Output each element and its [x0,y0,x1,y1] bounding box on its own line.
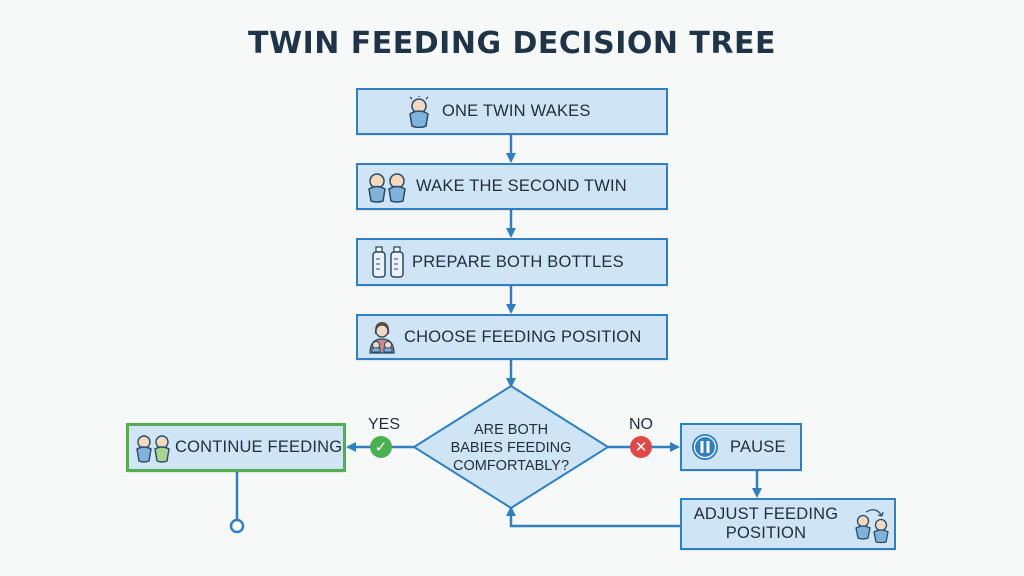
step-label: ONE TWIN WAKES [442,102,591,120]
continue-feeding-label: CONTINUE FEEDING [175,438,343,456]
parent-holding-twins-icon [364,320,400,354]
adjust-position-box: ADJUST FEEDING POSITION [680,498,896,550]
adjust-label: ADJUST FEEDING POSITION [693,505,839,542]
twin-babies-icon [364,171,410,203]
step-wake-second-twin: WAKE THE SECOND TWIN [356,163,668,210]
decision-diamond [412,384,610,510]
pause-label: PAUSE [730,437,786,456]
reposition-babies-icon [852,504,892,544]
yes-label: YES [368,416,401,433]
diagram-title: TWIN FEEDING DECISION TREE [248,26,776,61]
no-label: NO [629,416,653,433]
end-node [229,518,245,534]
pause-icon [690,432,720,462]
step-prepare-bottles: PREPARE BOTH BOTTLES [356,238,668,286]
step-choose-position: CHOOSE FEEDING POSITION [356,314,668,360]
cross-icon: ✕ [630,436,652,458]
pause-box: PAUSE [680,423,802,471]
step-one-twin-wakes: ONE TWIN WAKES [356,88,668,135]
step-label: PREPARE BOTH BOTTLES [412,252,624,271]
twin-babies-icon [133,433,173,463]
continue-feeding-box: CONTINUE FEEDING [126,423,346,472]
swaddled-baby-icon [402,95,436,128]
check-icon: ✓ [370,436,392,458]
step-label: WAKE THE SECOND TWIN [416,177,627,195]
decision-question: ARE BOTH BABIES FEEDING COMFORTABLY? [450,422,572,474]
step-label: CHOOSE FEEDING POSITION [404,327,642,346]
arrow-adjust-to-decision [506,506,680,528]
bottles-icon [368,245,408,279]
